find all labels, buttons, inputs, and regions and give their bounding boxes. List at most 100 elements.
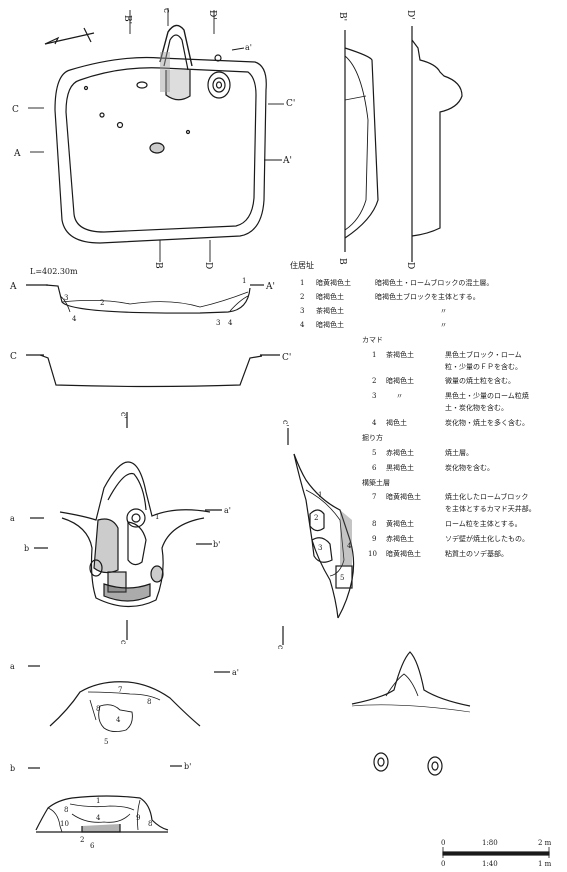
label-b-prime-top: B' bbox=[122, 15, 132, 24]
svg-text:2 m: 2 m bbox=[538, 839, 552, 847]
label-a-prime: A' bbox=[282, 156, 292, 166]
svg-text:8: 8 bbox=[147, 698, 151, 706]
svg-text:3: 3 bbox=[64, 294, 68, 302]
svg-text:2: 2 bbox=[372, 377, 376, 385]
scale-bar bbox=[442, 847, 550, 858]
svg-text:4: 4 bbox=[372, 419, 377, 427]
svg-text:焼土化したロームブロック: 焼土化したロームブロック bbox=[445, 492, 528, 501]
svg-text:赤褐色土: 赤褐色土 bbox=[386, 448, 414, 457]
svg-text:1: 1 bbox=[96, 797, 100, 805]
section-layer-numbers: 1 2 3 4 3 4 1 7 8 8 4 5 1 4 10 8 9 8 2 6… bbox=[60, 277, 352, 850]
legend-kochiku-title: 構築土層 bbox=[362, 478, 390, 487]
svg-text:暗褐色土ブロックを主体とする。: 暗褐色土ブロックを主体とする。 bbox=[375, 292, 480, 301]
label-b-section-bottom: B bbox=[337, 258, 347, 265]
svg-text:暗黄褐色土: 暗黄褐色土 bbox=[386, 549, 421, 558]
svg-text:2: 2 bbox=[80, 836, 84, 844]
label-a-section: A bbox=[9, 282, 17, 292]
svg-text:ソデ壁が焼土化したもの。: ソデ壁が焼土化したもの。 bbox=[445, 534, 529, 543]
svg-text:5: 5 bbox=[372, 449, 376, 457]
svg-text:焼土層。: 焼土層。 bbox=[445, 448, 473, 457]
svg-text:1 m: 1 m bbox=[538, 860, 552, 868]
north-arrow-icon bbox=[44, 27, 95, 45]
svg-text:8: 8 bbox=[148, 820, 152, 828]
svg-text:6: 6 bbox=[372, 464, 377, 472]
kamado-section-c-c bbox=[282, 428, 355, 645]
svg-text:炭化物・焼土を多く含む。: 炭化物・焼土を多く含む。 bbox=[445, 418, 529, 427]
svg-text:黄褐色土: 黄褐色土 bbox=[386, 519, 414, 528]
post-holes bbox=[373, 752, 443, 776]
svg-text:10: 10 bbox=[368, 550, 377, 558]
svg-text:粘質土のソデ基部。: 粘質土のソデ基部。 bbox=[445, 549, 508, 558]
label-c-section-bottom: c bbox=[276, 645, 285, 650]
legend-horikata-title: 掘り方 bbox=[362, 433, 383, 442]
svg-text:4: 4 bbox=[96, 814, 101, 822]
svg-text:黒色土・少量のローム粒焼: 黒色土・少量のローム粒焼 bbox=[445, 391, 529, 400]
label-a-prime-kamado-section: a' bbox=[232, 668, 239, 677]
section-d-d bbox=[411, 26, 463, 262]
svg-text:4: 4 bbox=[300, 321, 305, 329]
svg-text:2: 2 bbox=[100, 299, 104, 307]
svg-text:8: 8 bbox=[64, 806, 68, 814]
svg-text:4: 4 bbox=[347, 542, 352, 550]
svg-text:0: 0 bbox=[441, 839, 445, 847]
label-d-section-bottom: D bbox=[405, 262, 415, 269]
label-a: A bbox=[13, 149, 21, 159]
svg-text:茶褐色土: 茶褐色土 bbox=[316, 306, 344, 315]
svg-text:炭化物を含む。: 炭化物を含む。 bbox=[445, 463, 494, 472]
svg-text:黒色土ブロック・ローム: 黒色土ブロック・ローム bbox=[445, 350, 522, 359]
kamado-section-a-a bbox=[28, 665, 230, 733]
label-c-kamado-bottom: c bbox=[119, 640, 128, 645]
svg-text:暗褐色土: 暗褐色土 bbox=[316, 320, 344, 329]
label-d-prime-section: D' bbox=[405, 10, 415, 20]
label-c-top: c bbox=[161, 8, 171, 13]
svg-text:5: 5 bbox=[104, 738, 108, 746]
label-c-prime: C' bbox=[286, 99, 295, 109]
svg-text:1: 1 bbox=[155, 513, 159, 521]
label-a-prime-section: A' bbox=[265, 282, 275, 292]
svg-text:0: 0 bbox=[441, 860, 445, 868]
label-b-bottom: B bbox=[153, 262, 163, 269]
svg-text:4: 4 bbox=[72, 315, 77, 323]
svg-text:を主体とするカマド天井部。: を主体とするカマド天井部。 bbox=[445, 504, 536, 513]
label-a-kamado-section: a bbox=[10, 662, 15, 671]
label-a-prime-kamado: a' bbox=[224, 506, 231, 515]
label-d-bottom: D bbox=[203, 262, 213, 269]
svg-text:茶褐色土: 茶褐色土 bbox=[386, 350, 414, 359]
svg-text:9: 9 bbox=[136, 814, 140, 822]
plan-axis-markers bbox=[28, 8, 284, 262]
svg-text:微量の焼土粒を含む。: 微量の焼土粒を含む。 bbox=[445, 376, 515, 385]
label-c-prime-section: C' bbox=[282, 353, 291, 363]
kamado-section-b-b bbox=[28, 765, 182, 833]
svg-text:1:40: 1:40 bbox=[482, 860, 498, 868]
elevation-label: L=402.30m bbox=[30, 267, 78, 276]
label-d-prime-top: D' bbox=[207, 10, 217, 20]
svg-text:黒褐色土: 黒褐色土 bbox=[386, 463, 414, 472]
label-c-section-top: c' bbox=[281, 420, 290, 427]
svg-text:10: 10 bbox=[60, 820, 69, 828]
kamado-plan bbox=[30, 412, 222, 640]
svg-text:7: 7 bbox=[118, 686, 122, 694]
svg-text:6: 6 bbox=[90, 842, 95, 850]
svg-text:粒・少量のＦＰを含む。: 粒・少量のＦＰを含む。 bbox=[445, 362, 522, 371]
svg-text:1: 1 bbox=[300, 279, 304, 287]
svg-text:赤褐色土: 赤褐色土 bbox=[386, 534, 414, 543]
label-b-prime-section: B' bbox=[337, 12, 347, 21]
svg-text:暗黄褐色土: 暗黄褐色土 bbox=[316, 278, 351, 287]
profile-drawing bbox=[351, 651, 471, 713]
svg-text:〃: 〃 bbox=[440, 321, 447, 329]
svg-text:暗褐色土: 暗褐色土 bbox=[316, 292, 344, 301]
svg-text:暗褐色土: 暗褐色土 bbox=[386, 376, 414, 385]
svg-text:3: 3 bbox=[372, 392, 376, 400]
svg-text:3: 3 bbox=[216, 319, 220, 327]
label-a-kamado: a bbox=[10, 514, 15, 523]
svg-text:暗褐色土・ロームブロックの混土層。: 暗褐色土・ロームブロックの混土層。 bbox=[375, 278, 493, 287]
svg-text:1: 1 bbox=[318, 491, 322, 499]
label-c: C bbox=[12, 105, 19, 115]
svg-text:褐色土: 褐色土 bbox=[386, 418, 407, 427]
dwelling-plan bbox=[54, 24, 267, 244]
label-c-section: C bbox=[10, 352, 17, 362]
svg-text:暗黄褐色土: 暗黄褐色土 bbox=[386, 492, 421, 501]
svg-text:〃: 〃 bbox=[396, 392, 403, 400]
svg-text:8: 8 bbox=[372, 520, 376, 528]
svg-text:2: 2 bbox=[300, 293, 304, 301]
